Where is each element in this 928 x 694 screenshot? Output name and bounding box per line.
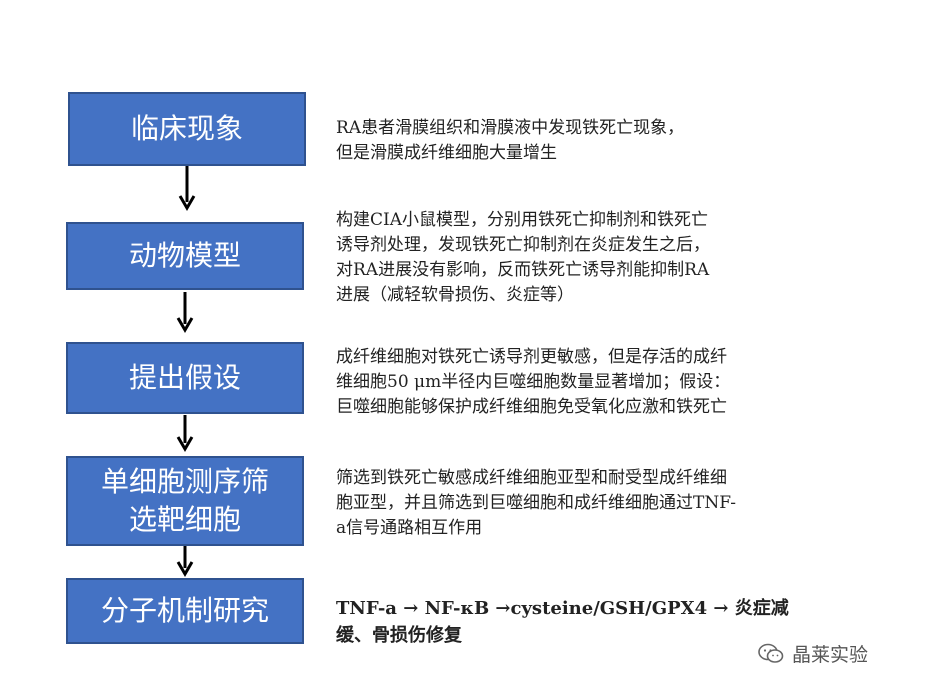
watermark: 晶莱实验 — [758, 640, 868, 667]
step-box-label: 动物模型 — [128, 239, 241, 272]
watermark-text: 晶莱实验 — [792, 644, 869, 666]
down-arrow-icon — [178, 166, 196, 211]
step-box-label: 提出假设 — [128, 361, 241, 394]
step-description-mechanism: TNF-a → NF-κB →cysteine/GSH/GPX4 → 炎症减 缓… — [336, 598, 789, 646]
down-arrow-icon — [176, 292, 194, 333]
step-description-clinical: RA患者滑膜组织和滑膜液中发现铁死亡现象， 但是滑膜成纤维细胞大量增生 — [336, 118, 685, 163]
step-box-clinical-phenomenon: 临床现象 — [68, 92, 306, 166]
step-box-molecular-mechanism: 分子机制研究 — [66, 578, 304, 644]
step-box-hypothesis: 提出假设 — [66, 342, 304, 414]
down-arrow-icon — [176, 546, 194, 577]
step-box-single-cell-sequencing: 单细胞测序筛 选靶细胞 — [66, 456, 304, 546]
step-description-hypothesis: 成纤维细胞对铁死亡诱导剂更敏感，但是存活的成纤 维细胞50 μm半径内巨噬细胞数… — [336, 347, 731, 417]
step-description-single-cell: 筛选到铁死亡敏感成纤维细胞亚型和耐受型成纤维细 胞亚型，并且筛选到巨噬细胞和成纤… — [336, 468, 736, 538]
step-box-label-line-1: 单细胞测序筛 — [100, 465, 269, 498]
step-description-animal-model: 构建CIA小鼠模型，分别用铁死亡抑制剂和铁死亡 诱导剂处理，发现铁死亡抑制剂在炎… — [336, 210, 710, 305]
wechat-icon — [758, 643, 784, 663]
step-box-label-line-2: 选靶细胞 — [128, 503, 241, 536]
step-box-label: 分子机制研究 — [100, 594, 269, 627]
step-box-label: 临床现象 — [130, 112, 243, 145]
step-box-animal-model: 动物模型 — [66, 222, 304, 290]
down-arrow-icon — [176, 415, 194, 452]
